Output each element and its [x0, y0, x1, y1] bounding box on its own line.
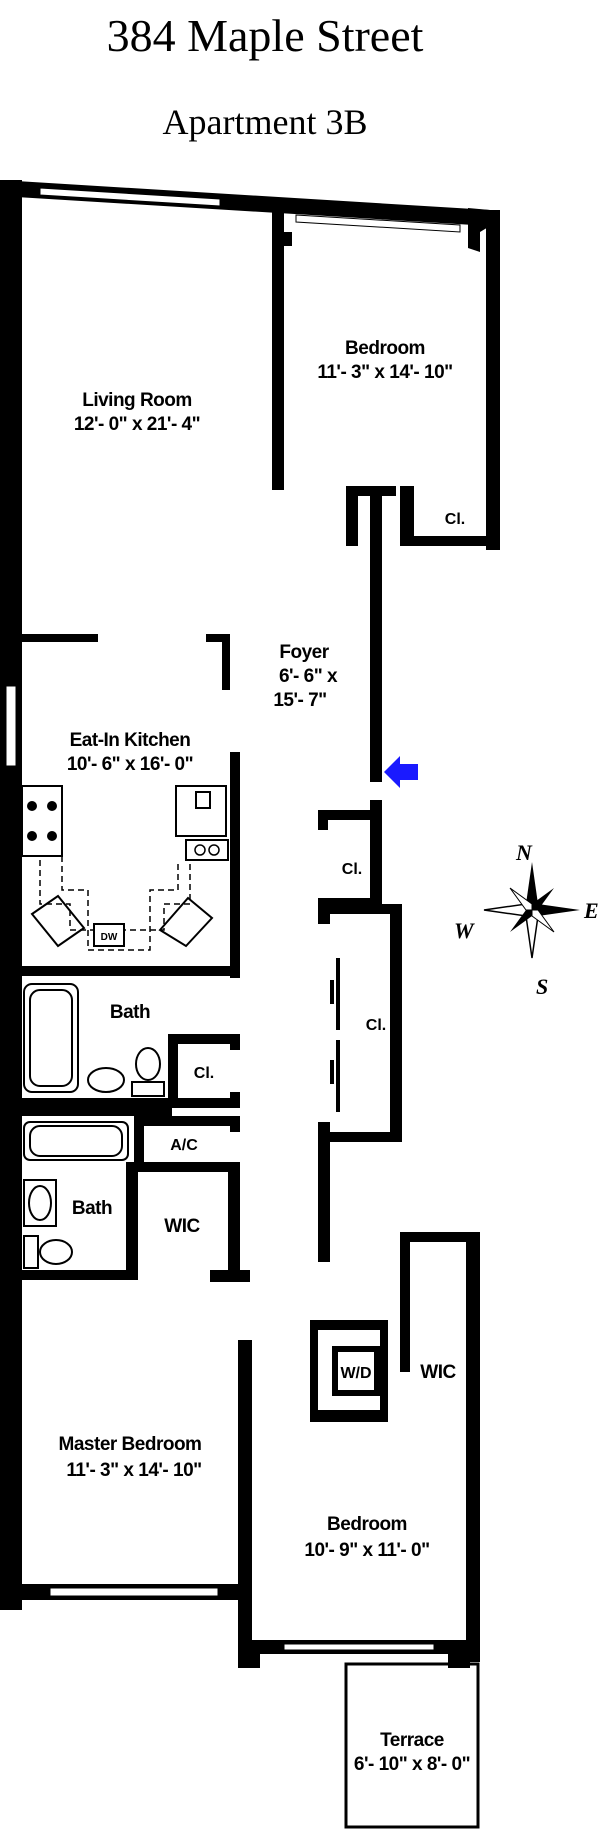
page-title: 384 Maple Street	[106, 10, 424, 61]
windows	[5, 187, 461, 1651]
kitchen-size: 10'- 6" x 16'- 0"	[67, 754, 193, 775]
compass-east-label: E	[583, 898, 599, 923]
bedroom-2-name: Bedroom	[327, 1514, 407, 1535]
washer-dryer	[332, 1346, 380, 1396]
closet-doors	[330, 958, 340, 1112]
kitchen-name: Eat-In Kitchen	[70, 730, 191, 751]
compass-north-label: N	[515, 840, 533, 865]
wd-label: W/D	[340, 1365, 371, 1382]
dishwasher-label: DW	[101, 932, 118, 943]
bedroom-1-name: Bedroom	[345, 338, 425, 359]
bedroom-2-size: 10'- 9" x 11'- 0"	[304, 1540, 429, 1561]
compass-west-label: W	[454, 918, 475, 943]
living-room-name: Living Room	[82, 390, 192, 411]
foyer-name: Foyer	[279, 642, 329, 663]
foyer-size-b: 15'- 7"	[273, 690, 326, 711]
foyer-closet-label: Cl.	[342, 861, 362, 878]
master-bedroom-size: 11'- 3" x 14'- 10"	[66, 1460, 201, 1481]
page-subtitle: Apartment 3B	[162, 102, 368, 142]
compass-rose-icon	[483, 862, 580, 959]
terrace-size: 6'- 10" x 8'- 0"	[354, 1754, 470, 1775]
bath-2-name: Bath	[72, 1198, 112, 1219]
terrace-outline	[344, 1662, 480, 1829]
bath-closet-label: Cl.	[194, 1065, 214, 1082]
interior-walls	[22, 634, 250, 1282]
ac-label: A/C	[170, 1137, 198, 1154]
kitchen-fixtures: DW	[21, 785, 229, 951]
hall-closet-label: Cl.	[366, 1017, 386, 1034]
wic-bedroom-2-label: WIC	[420, 1362, 456, 1383]
entry-arrow-icon	[384, 756, 418, 788]
terrace-name: Terrace	[380, 1730, 444, 1751]
wic-master-label: WIC	[164, 1216, 200, 1237]
bath-1-name: Bath	[110, 1002, 150, 1023]
bedroom-1-closet-label: Cl.	[445, 511, 465, 528]
master-bedroom-name: Master Bedroom	[59, 1434, 202, 1455]
living-room-size: 12'- 0" x 21'- 4"	[74, 414, 200, 435]
bath-fixtures	[23, 983, 165, 1269]
bedroom-1-size: 11'- 3" x 14'- 10"	[317, 362, 452, 383]
compass-south-label: S	[536, 974, 548, 999]
foyer-size-a: 6'- 6" x	[279, 666, 338, 687]
